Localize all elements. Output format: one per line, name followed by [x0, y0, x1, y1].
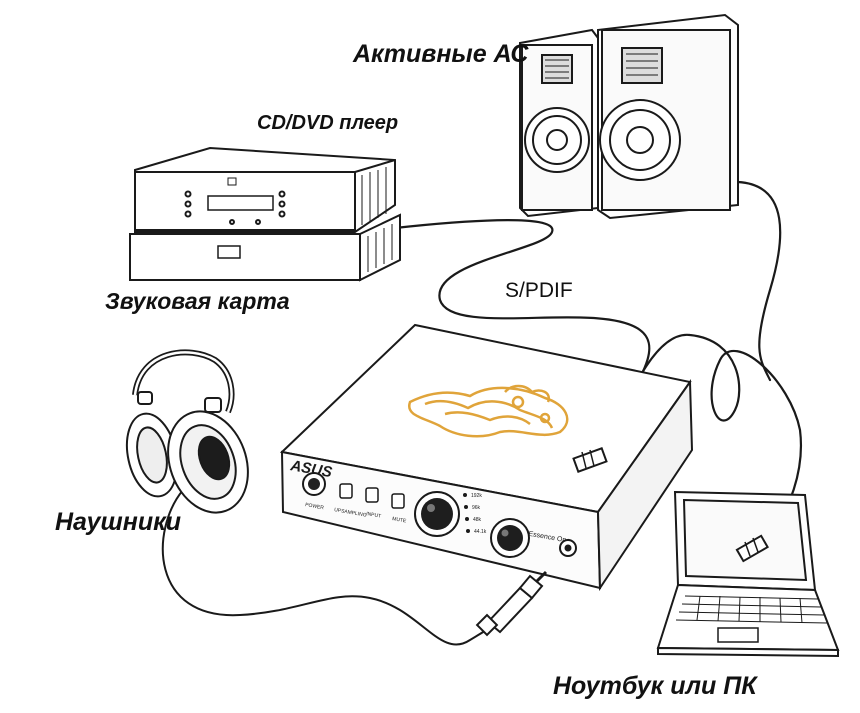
indicator-label-96k: 96k: [472, 505, 481, 511]
control-label-input: INPUT: [366, 511, 382, 520]
label-cd-dvd-player: CD/DVD плеер: [257, 112, 399, 134]
indicator-label-192k: 192k: [471, 493, 482, 499]
control-label-mute: MUTE: [392, 516, 408, 524]
indicator-label-44k: 44.1k: [474, 529, 487, 535]
dac-side: [596, 378, 694, 592]
speaker-cable: [736, 180, 782, 382]
control-label-upsampling: UPSAMPLING: [334, 507, 367, 519]
headphones-illustration: [125, 349, 249, 514]
dac-logo-icon: [408, 384, 569, 438]
control-label-power: POWER: [305, 502, 325, 511]
dac-unit: ASUS Xonar Essence One POWER UPSAMPLING …: [279, 323, 694, 592]
laptop-usb-plug-icon: [735, 534, 769, 563]
label-laptop-or-pc: Ноутбук или ПК: [553, 672, 757, 700]
input-button: [365, 487, 379, 503]
label-sound-card: Звуковая карта: [105, 288, 290, 314]
label-active-speakers: Активные АС: [353, 40, 529, 68]
active-speakers: [519, 13, 739, 220]
label-spdif: S/PDIF: [505, 279, 573, 302]
sample-rate-indicators: [463, 493, 470, 533]
headphone-cable: [161, 489, 499, 646]
sound-card-box: [129, 213, 401, 282]
cables: [161, 180, 802, 646]
cd-player: [134, 146, 396, 233]
label-headphones: Наушники: [55, 508, 182, 536]
spdif-cable: [393, 219, 651, 457]
usb-plug-icon: [572, 447, 608, 473]
upsampling-button: [339, 483, 353, 499]
laptop-illustration: [656, 490, 840, 658]
indicator-label-48k: 48k: [473, 517, 482, 523]
usb-cable: [598, 333, 802, 547]
headphone-plug-icon: [475, 570, 548, 637]
mute-button: [391, 493, 405, 509]
